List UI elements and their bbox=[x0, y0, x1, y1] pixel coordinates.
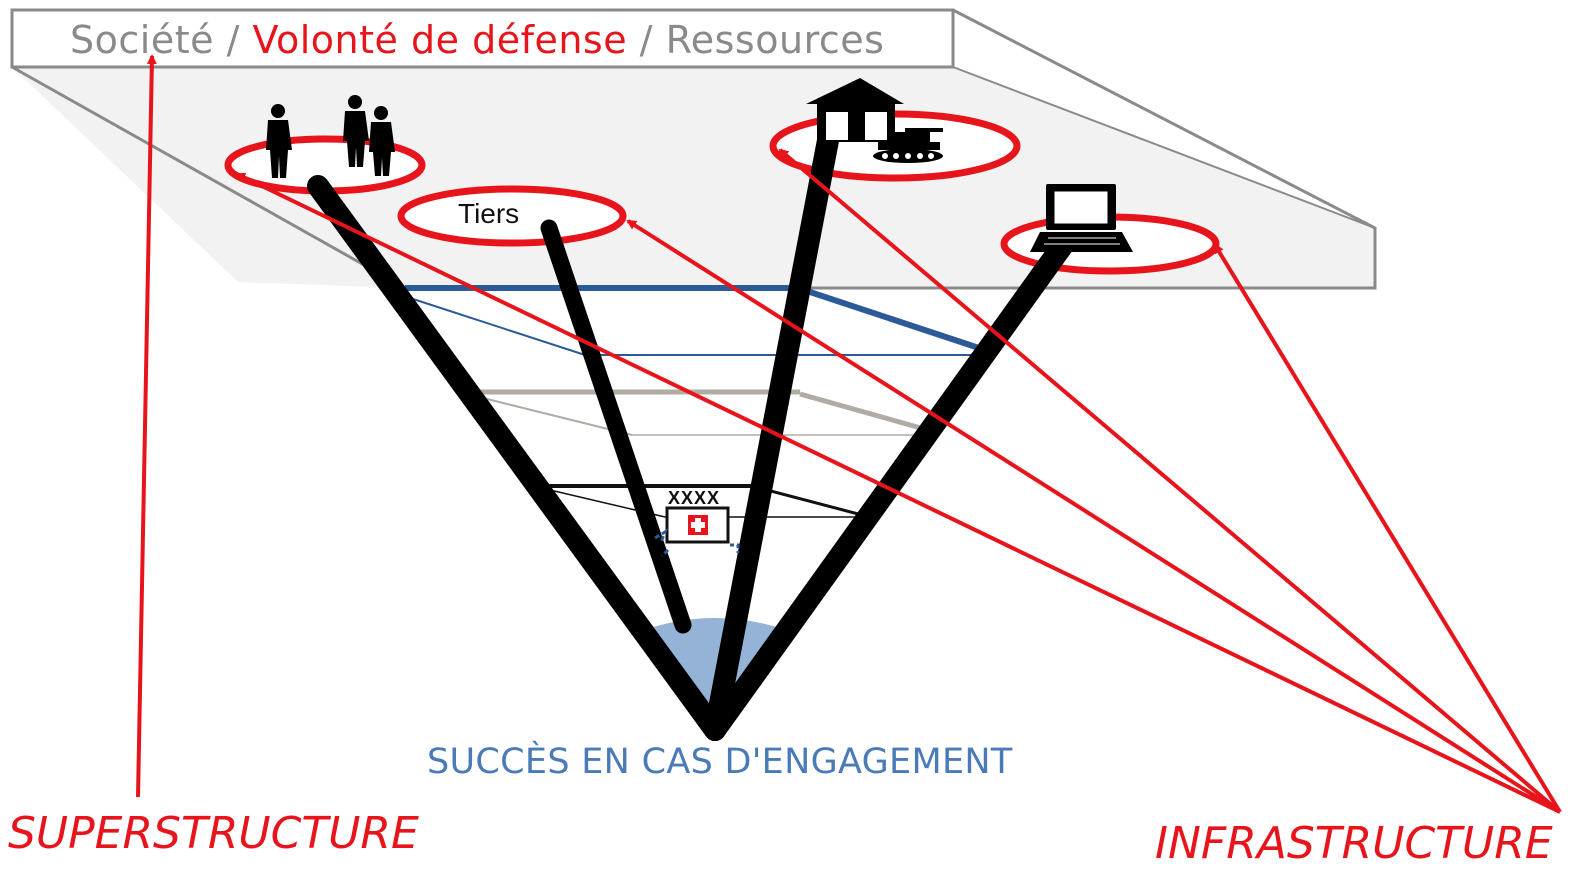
laptop-icon bbox=[1030, 184, 1133, 252]
success-label: SUCCÈS EN CAS D'ENGAGEMENT bbox=[427, 742, 1013, 782]
arrow-infra-to-cyber bbox=[1213, 243, 1562, 814]
level-line-4 bbox=[482, 397, 633, 436]
platform-edge bbox=[952, 66, 1376, 229]
unit-echelon-label: XXXX bbox=[668, 488, 721, 508]
arrow-infra-to-society bbox=[235, 172, 1561, 814]
title-box bbox=[10, 8, 955, 69]
title-resources: Ressources bbox=[665, 18, 885, 62]
title-society: Société bbox=[70, 18, 214, 62]
title-separator-2: / bbox=[627, 18, 666, 62]
superstructure-label: SUPERSTRUCTURE bbox=[8, 808, 419, 859]
title-defense-will: Volonté de défense bbox=[252, 18, 628, 62]
level-line-3b bbox=[799, 391, 936, 435]
level-line-1b bbox=[809, 289, 986, 353]
platform-title: Société / Volonté de défense / Ressource… bbox=[70, 18, 884, 62]
platform-outline bbox=[11, 8, 1377, 290]
swiss-flag-icon bbox=[654, 506, 740, 558]
arrow-super-to-title bbox=[136, 54, 157, 798]
superstructure-arrows bbox=[136, 54, 157, 798]
level-line-2 bbox=[409, 297, 586, 356]
infrastructure-label: INFRASTRUCTURE bbox=[1155, 818, 1553, 869]
support-line-tiers bbox=[540, 219, 692, 634]
people-icon bbox=[266, 95, 395, 178]
arrow-infra-to-resources bbox=[778, 148, 1562, 814]
tiers-label: Tiers bbox=[458, 198, 520, 229]
support-line-society bbox=[307, 175, 726, 741]
tank-icon bbox=[873, 128, 943, 163]
support-line-resources bbox=[704, 119, 841, 741]
infrastructure-arrows bbox=[235, 148, 1562, 814]
building-icon bbox=[806, 78, 904, 142]
arrow-infra-to-tiers bbox=[626, 219, 1562, 814]
title-separator-1: / bbox=[213, 18, 253, 62]
tiers-ellipse bbox=[397, 185, 627, 247]
